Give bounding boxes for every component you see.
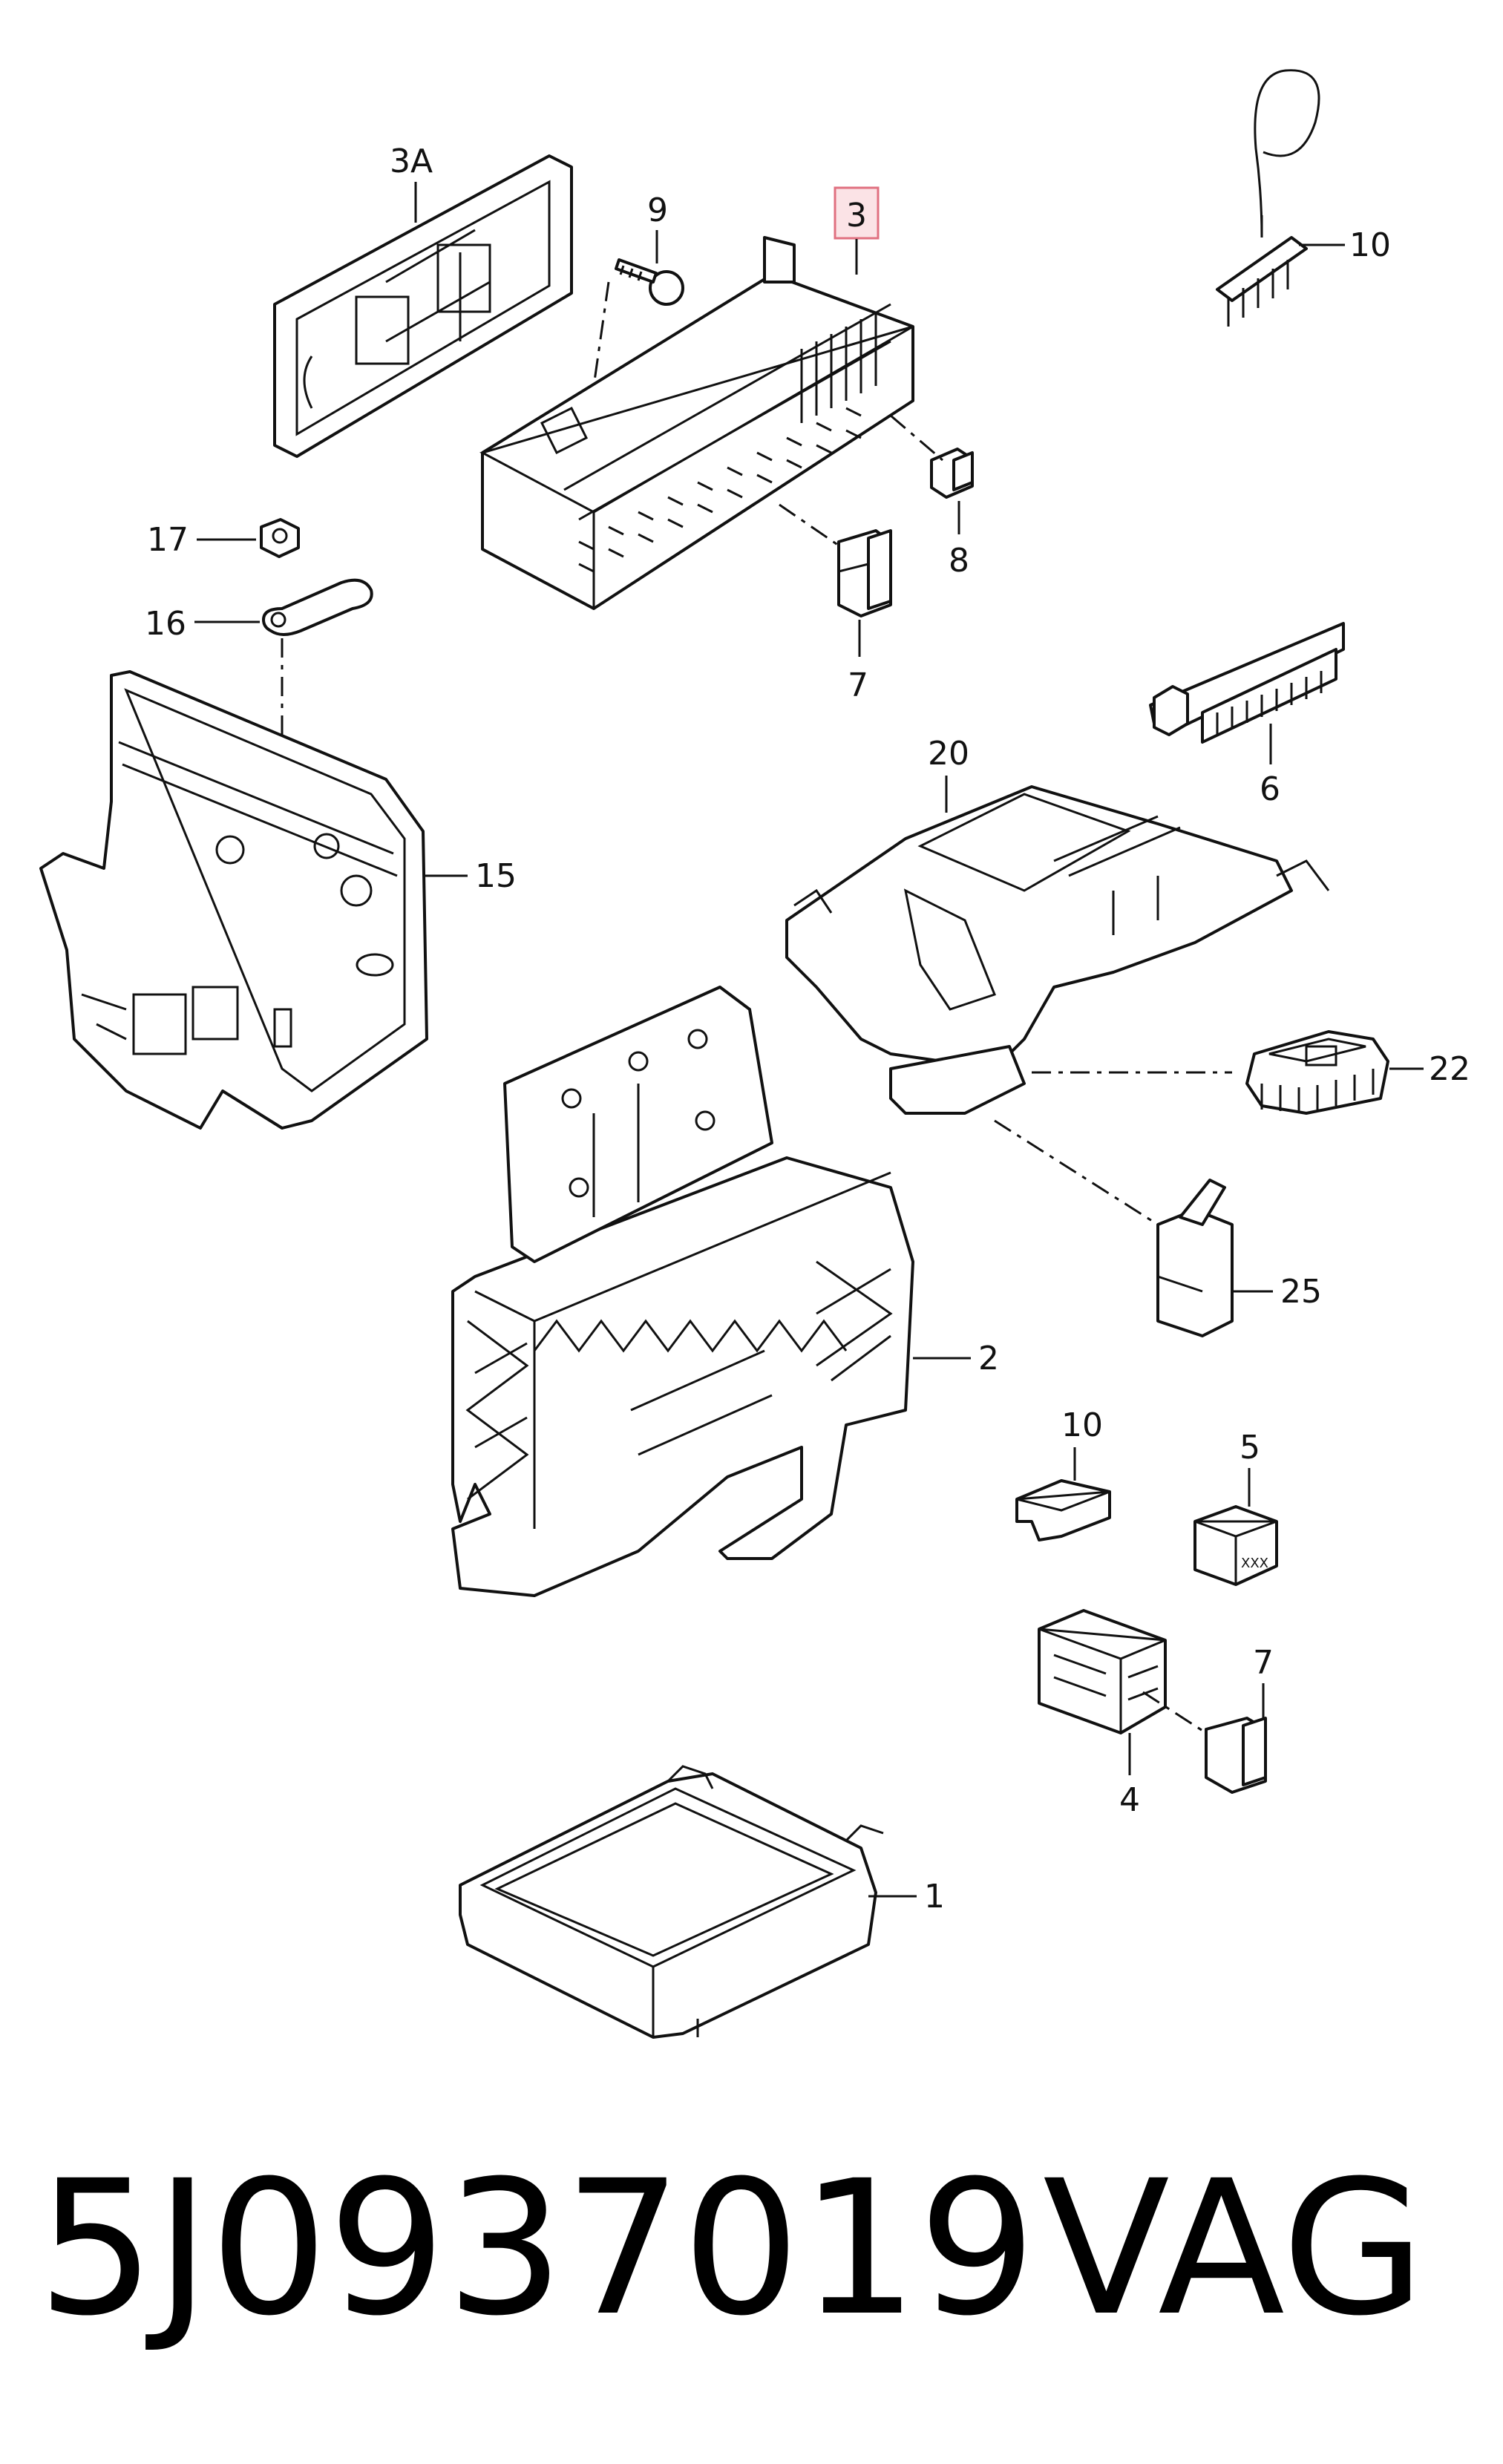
part-7-fuse-top bbox=[837, 529, 892, 617]
part-17-nut bbox=[260, 518, 300, 558]
part-8-mini-fuse bbox=[930, 448, 974, 499]
callout-7-low: 7 bbox=[1253, 1644, 1274, 1682]
exploded-parts-diagram: 3A 9 3 10 17 16 bbox=[39, 69, 1470, 2039]
callout-20: 20 bbox=[928, 735, 969, 773]
callout-8: 8 bbox=[949, 542, 969, 580]
part-4-connector bbox=[1038, 1609, 1167, 1734]
part-5-relay: XXX bbox=[1193, 1505, 1278, 1586]
callout-5: 5 bbox=[1240, 1429, 1260, 1467]
part-3-fuse-box bbox=[479, 236, 914, 610]
part-22-relay-base bbox=[1245, 1030, 1389, 1115]
part-16-bracket bbox=[262, 578, 373, 636]
part-2-main-carrier bbox=[451, 986, 914, 1597]
callout-9: 9 bbox=[647, 191, 668, 229]
part-25-relay bbox=[1156, 1179, 1234, 1337]
callout-3: 3 bbox=[846, 197, 867, 235]
callout-10-top: 10 bbox=[1349, 226, 1391, 264]
callout-2: 2 bbox=[978, 1340, 999, 1377]
part-15-side-bracket bbox=[39, 670, 428, 1130]
part-number: 5J0937019 bbox=[37, 2140, 1037, 2356]
callout-6: 6 bbox=[1260, 770, 1280, 808]
callout-4: 4 bbox=[1119, 1781, 1140, 1819]
part-20-holder bbox=[785, 785, 1330, 1115]
callout-3A: 3A bbox=[390, 142, 433, 180]
callout-25: 25 bbox=[1280, 1273, 1322, 1311]
callout-16: 16 bbox=[145, 605, 186, 643]
part-10-fuse-clip bbox=[1015, 1479, 1111, 1541]
callout-15: 15 bbox=[475, 857, 517, 895]
part-7-fuse-low bbox=[1205, 1717, 1267, 1794]
callout-22: 22 bbox=[1429, 1050, 1470, 1088]
relay-marking: XXX bbox=[1241, 1556, 1268, 1571]
part-6-relay-strip bbox=[1149, 622, 1345, 744]
callout-17: 17 bbox=[147, 521, 189, 559]
part-3A-cover bbox=[273, 154, 573, 458]
callout-1: 1 bbox=[924, 1878, 945, 1916]
manufacturer-name: VAG bbox=[1043, 2140, 1426, 2356]
callout-7-top: 7 bbox=[848, 666, 868, 704]
part-1-base-cover bbox=[459, 1765, 884, 2039]
callout-10-mid: 10 bbox=[1061, 1406, 1103, 1444]
callout-3-highlight bbox=[834, 186, 880, 240]
part-10-wire-harness bbox=[1216, 69, 1320, 327]
part-9-screw bbox=[615, 258, 684, 306]
